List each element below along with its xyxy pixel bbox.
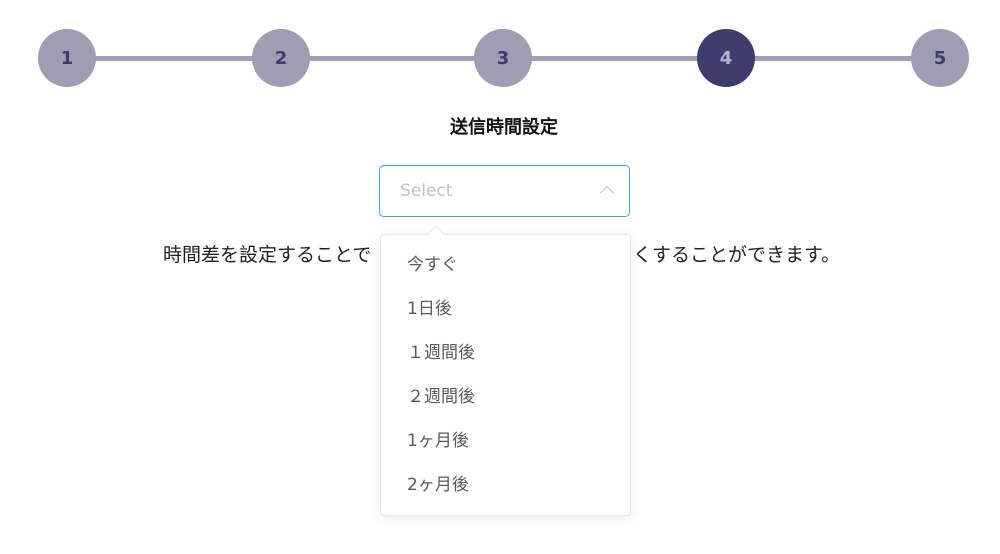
step-5[interactable]: 5	[911, 29, 969, 87]
page-title: 送信時間設定	[450, 117, 558, 138]
description-left: 時間差を設定することで	[163, 244, 372, 266]
select-placeholder: Select	[400, 181, 453, 201]
description-right: くすることができます。	[633, 244, 841, 266]
send-time-select[interactable]: Select	[379, 165, 630, 217]
option-1-day[interactable]: 1日後	[407, 299, 452, 319]
description: 時間差を設定することで くすることができます。	[163, 240, 853, 267]
option-2-months[interactable]: 2ヶ月後	[407, 475, 469, 495]
option-1-month[interactable]: 1ヶ月後	[407, 431, 469, 451]
option-1-week[interactable]: １週間後	[407, 343, 475, 363]
step-2[interactable]: 2	[252, 29, 310, 87]
step-4[interactable]: 4	[697, 29, 755, 87]
step-3[interactable]: 3	[474, 29, 532, 87]
option-2-weeks[interactable]: ２週間後	[407, 387, 475, 407]
select-dropdown: 今すぐ 1日後 １週間後 ２週間後 1ヶ月後 2ヶ月後	[380, 234, 631, 516]
chevron-up-icon	[599, 185, 615, 201]
option-now[interactable]: 今すぐ	[407, 255, 458, 275]
step-1[interactable]: 1	[38, 29, 96, 87]
